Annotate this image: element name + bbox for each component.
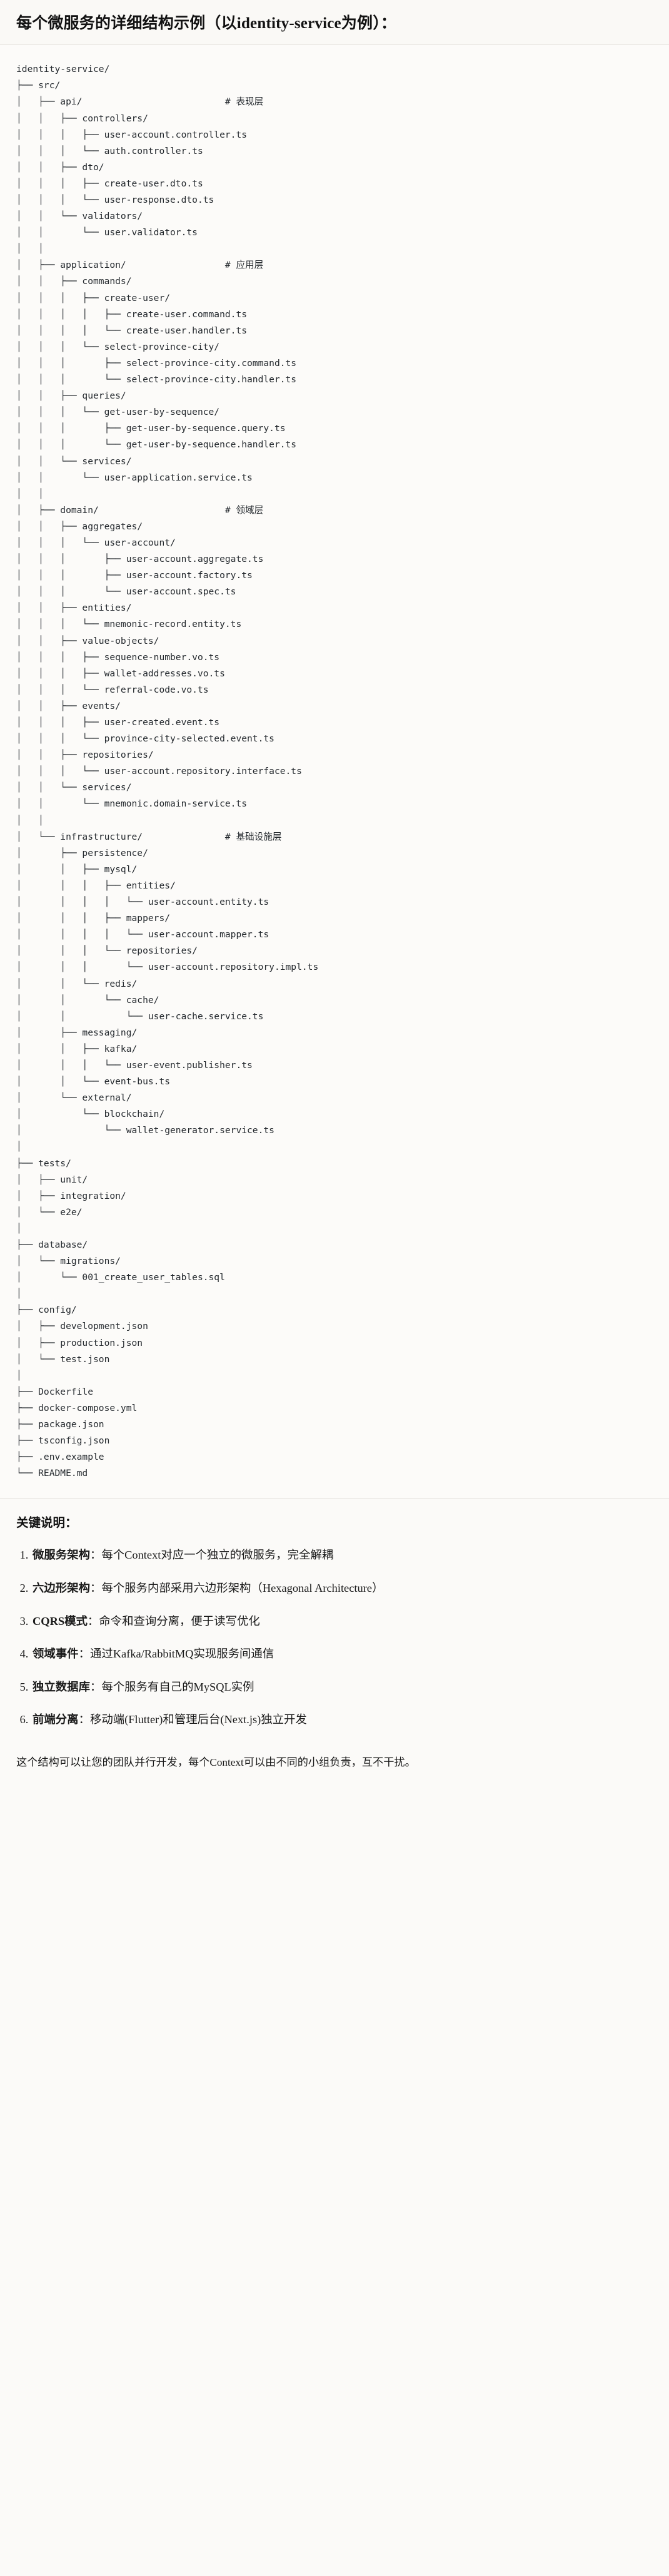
list-item: 微服务架构：每个Context对应一个独立的微服务，完全解耦 xyxy=(31,1547,653,1564)
note-body: ：移动端(Flutter)和管理后台(Next.js)独立开发 xyxy=(78,1713,307,1726)
note-term: 领域事件 xyxy=(33,1647,79,1661)
document-header: 每个微服务的详细结构示例（以identity-service为例）： xyxy=(0,0,669,46)
note-body: ：命令和查询分离，便于读写优化 xyxy=(87,1614,260,1627)
list-item: 领域事件：通过Kafka/RabbitMQ实现服务间通信 xyxy=(31,1646,653,1663)
directory-tree: identity-service/ ├── src/ │ ├── api/ # … xyxy=(16,64,319,1479)
list-item: 六边形架构：每个服务内部采用六边形架构（Hexagonal Architectu… xyxy=(31,1580,653,1597)
document-page: 每个微服务的详细结构示例（以identity-service为例）： ident… xyxy=(0,0,669,1784)
page-title: 每个微服务的详细结构示例（以identity-service为例）： xyxy=(16,15,397,32)
note-body: ：通过Kafka/RabbitMQ实现服务间通信 xyxy=(78,1647,274,1661)
note-body: ：每个服务有自己的MySQL实例 xyxy=(89,1680,254,1693)
note-body: ：每个Context对应一个独立的微服务，完全解耦 xyxy=(89,1549,334,1562)
note-term: 微服务架构 xyxy=(33,1549,90,1562)
note-body: ：每个服务内部采用六边形架构（Hexagonal Architecture） xyxy=(89,1582,384,1595)
note-term: 独立数据库 xyxy=(33,1680,90,1693)
list-item: 前端分离：移动端(Flutter)和管理后台(Next.js)独立开发 xyxy=(31,1711,653,1729)
key-notes-section: 关键说明： 微服务架构：每个Context对应一个独立的微服务，完全解耦 六边形… xyxy=(0,1498,669,1751)
key-notes-title: 关键说明： xyxy=(16,1517,78,1530)
key-notes-list: 微服务架构：每个Context对应一个独立的微服务，完全解耦 六边形架构：每个服… xyxy=(16,1547,653,1729)
closing-paragraph: 这个结构可以让您的团队并行开发，每个Context可以由不同的小组负责，互不干扰… xyxy=(0,1751,669,1784)
list-item: CQRS模式：命令和查询分离，便于读写优化 xyxy=(31,1613,653,1631)
directory-tree-block: identity-service/ ├── src/ │ ├── api/ # … xyxy=(0,45,669,1499)
note-term: CQRS模式 xyxy=(33,1614,88,1627)
note-term: 六边形架构 xyxy=(33,1582,90,1595)
list-item: 独立数据库：每个服务有自己的MySQL实例 xyxy=(31,1679,653,1696)
note-term: 前端分离 xyxy=(33,1713,79,1726)
